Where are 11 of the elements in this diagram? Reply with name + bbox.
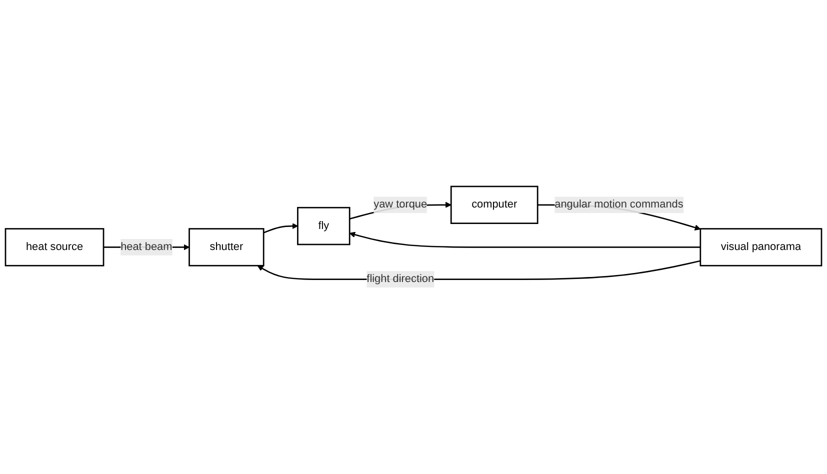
edge-label: flight direction	[366, 273, 434, 285]
node-box: fly	[297, 206, 350, 246]
node-box: visual panorama	[700, 228, 822, 266]
node-box: shutter	[188, 228, 264, 266]
arrow	[263, 223, 298, 234]
arrow	[349, 232, 700, 248]
node-box: heat source	[4, 228, 104, 266]
edge-label: heat beam	[120, 241, 172, 253]
edge-label: yaw torque	[374, 198, 428, 210]
node-box: computer	[450, 186, 538, 224]
edge-label: angular motion commands	[554, 198, 684, 210]
